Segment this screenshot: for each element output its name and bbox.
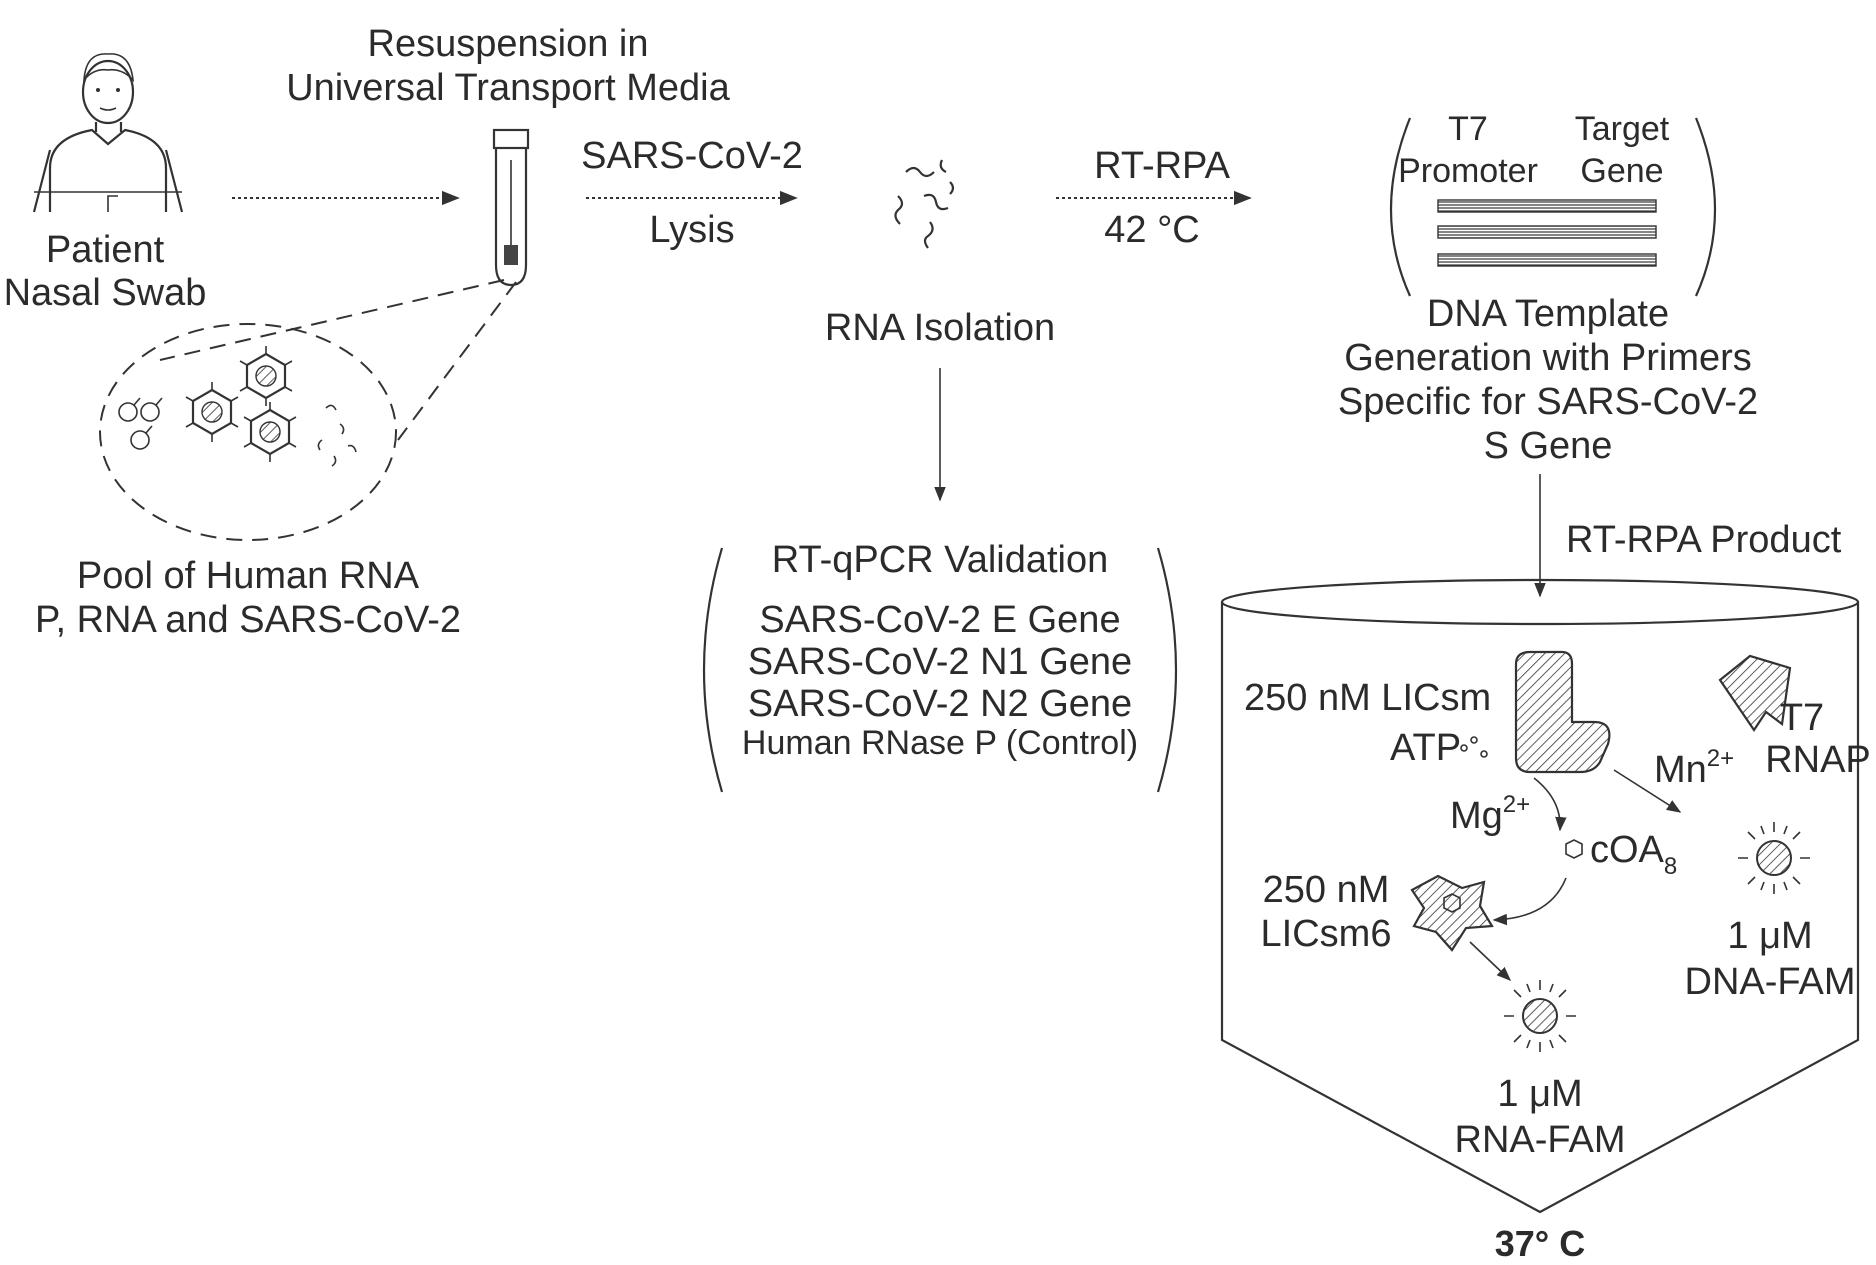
coa8-label: cOA8 [1590, 829, 1677, 880]
dna-template-icon [1438, 200, 1656, 266]
target-gene-label-line2: Gene [1580, 152, 1663, 190]
validation-paren-right [1158, 548, 1176, 792]
resuspension-label-line2: Universal Transport Media [286, 67, 730, 109]
lysis-label-bottom: Lysis [649, 209, 734, 251]
rtrpa-product-label: RT-RPA Product [1566, 519, 1842, 561]
licsm6-protein-icon [1412, 876, 1492, 950]
virus-particles-icon [186, 346, 296, 462]
dna-fam-label-line2: DNA-FAM [1685, 961, 1856, 1003]
rtrpa-label-top: RT-RPA [1094, 145, 1230, 187]
template-paren-left [1391, 118, 1410, 296]
licsm-label: 250 nM LICsm [1244, 677, 1491, 719]
dna-fam-reporter-icon [1738, 822, 1810, 894]
dna-template-line3: Specific for SARS-CoV-2 [1338, 381, 1758, 423]
validation-gene-e: SARS-CoV-2 E Gene [759, 599, 1120, 641]
resuspension-label-line1: Resuspension in [368, 23, 649, 65]
arrow-licsm6-to-rna-fam [1470, 942, 1510, 980]
reaction-temperature-label: 37° C [1495, 1223, 1585, 1264]
rna-fam-label-line1: 1 μM [1497, 1073, 1582, 1115]
human-cells-icon [119, 398, 162, 449]
t7-rnap-label-line1: T7 [1780, 697, 1824, 739]
template-paren-right [1696, 118, 1715, 296]
tube-icon [494, 130, 528, 285]
t7-rnap-label-line2: RNAP [1765, 739, 1871, 781]
zoom-line-right [398, 282, 516, 440]
dna-fam-label-line1: 1 μM [1727, 915, 1812, 957]
patient-label-line1: Patient [46, 229, 165, 271]
atp-molecules-icon [1461, 737, 1487, 757]
arrow-coa8-to-licsm6 [1494, 878, 1566, 920]
lysis-label-top: SARS-CoV-2 [581, 135, 803, 177]
t7-promoter-label-line2: Promoter [1398, 152, 1538, 190]
dna-template-line2: Generation with Primers [1344, 337, 1752, 379]
mg-ion-label: Mg2+ [1450, 791, 1530, 837]
licsm6-label-line1: 250 nM [1263, 869, 1390, 911]
rna-fam-reporter-icon [1504, 980, 1576, 1052]
licsm6-label-line2: LICsm6 [1261, 913, 1392, 955]
patient-icon [34, 54, 182, 212]
validation-gene-n2: SARS-CoV-2 N2 Gene [748, 683, 1132, 725]
licsm-protein-icon [1516, 652, 1609, 772]
dna-template-line4: S Gene [1484, 425, 1613, 467]
rtrpa-label-bottom: 42 °C [1104, 209, 1199, 251]
validation-gene-rnasep: Human RNase P (Control) [742, 724, 1138, 762]
pool-label-line1: Pool of Human RNA [77, 555, 420, 597]
arrow-to-coa8 [1534, 778, 1560, 830]
rna-fam-label-line2: RNA-FAM [1455, 1119, 1626, 1161]
rna-isolation-label: RNA Isolation [825, 307, 1055, 349]
coa8-ring-icon [1566, 840, 1582, 858]
dna-template-line1: DNA Template [1427, 293, 1669, 335]
validation-paren-left [704, 548, 722, 792]
t7-promoter-label-line1: T7 [1448, 110, 1488, 148]
target-gene-label-line1: Target [1575, 110, 1670, 148]
patient-label-line2: Nasal Swab [4, 272, 207, 314]
mn-ion-label: Mn2+ [1654, 745, 1734, 791]
rna-fragments-icon [318, 405, 356, 466]
zoom-line-left [160, 280, 504, 360]
rna-strands-icon [895, 160, 953, 248]
atp-label: ATP [1390, 727, 1461, 769]
pool-label-line2: P, RNA and SARS-CoV-2 [35, 599, 461, 641]
validation-gene-n1: SARS-CoV-2 N1 Gene [748, 641, 1132, 683]
validation-title: RT-qPCR Validation [772, 539, 1109, 581]
